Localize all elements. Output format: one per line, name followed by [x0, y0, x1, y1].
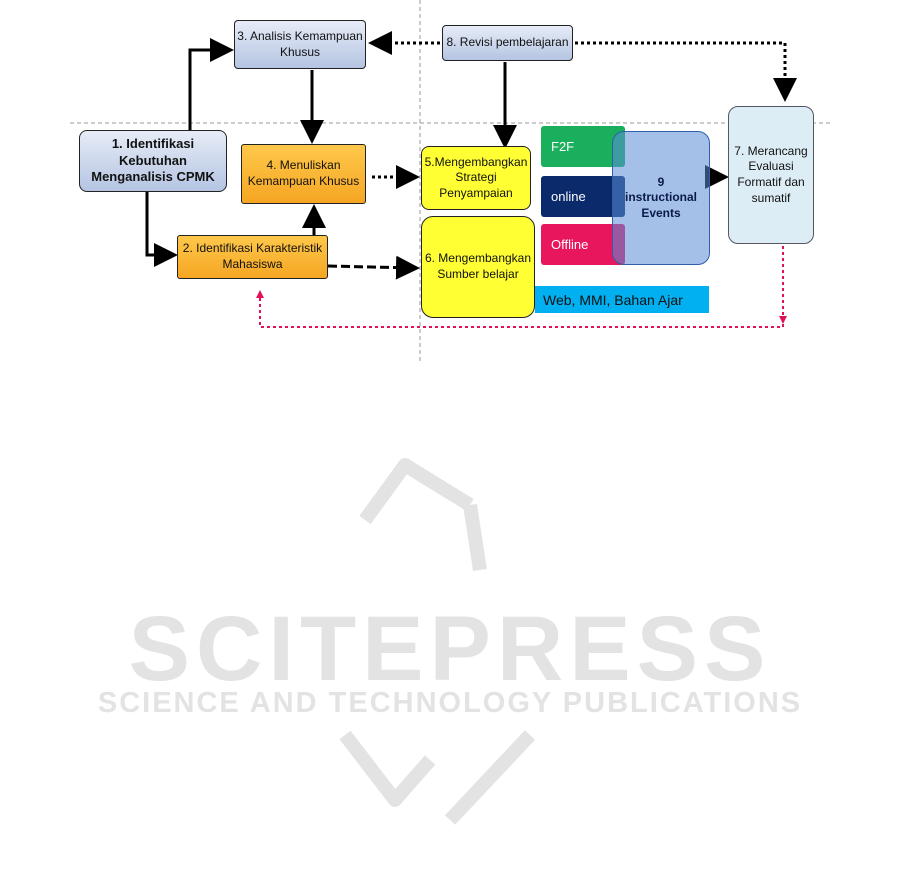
step-5-strategi-penyampaian: 5.Mengembangkan Strategi Penyampaian — [421, 146, 531, 210]
mode-online-label: online — [551, 189, 586, 204]
step-8-label: 8. Revisi pembelajaran — [446, 35, 569, 50]
watermark-big: SCITEPRESS — [129, 598, 772, 700]
instructional-events: 9 instructional Events — [612, 131, 710, 265]
step-1-identifikasi-kebutuhan: 1. Identifikasi Kebutuhan Menganalisis C… — [79, 130, 227, 192]
step-2-label: 2. Identifikasi Karakteristik Mahasiswa — [182, 241, 323, 271]
mode-f2f: F2F — [541, 126, 625, 167]
step-2-identifikasi-karakteristik: 2. Identifikasi Karakteristik Mahasiswa — [177, 235, 328, 279]
mode-offline-label: Offline — [551, 237, 589, 252]
events-number: 9 — [657, 174, 665, 189]
resources-bar: Web, MMI, Bahan Ajar — [535, 286, 709, 313]
step-8-revisi: 8. Revisi pembelajaran — [442, 25, 573, 61]
events-line3: Events — [641, 205, 681, 220]
step-7-label: 7. Merancang Evaluasi Formatif dan sumat… — [734, 143, 808, 205]
watermark-small: SCIENCE AND TECHNOLOGY PUBLICATIONS — [98, 687, 802, 719]
step-6-sumber-belajar: 6. Mengembangkan Sumber belajar — [421, 216, 535, 318]
resources-label: Web, MMI, Bahan Ajar — [543, 291, 683, 308]
mode-f2f-label: F2F — [551, 139, 575, 154]
step-3-label: 3. Analisis Kemampuan Khusus — [237, 28, 363, 59]
step-4-label: 4. Menuliskan Kemampuan Khusus — [247, 158, 360, 188]
step-4-menuliskan-kemampuan: 4. Menuliskan Kemampuan Khusus — [241, 144, 366, 204]
step-7-merancang-evaluasi: 7. Merancang Evaluasi Formatif dan sumat… — [728, 106, 814, 244]
events-line2: instructional — [624, 190, 697, 205]
step-1-label: 1. Identifikasi Kebutuhan Menganalisis C… — [91, 135, 215, 185]
step-3-analisis-kemampuan: 3. Analisis Kemampuan Khusus — [234, 20, 366, 69]
step-5-label: 5.Mengembangkan Strategi Penyampaian — [424, 154, 528, 200]
mode-offline: Offline — [541, 224, 625, 265]
step-6-label: 6. Mengembangkan Sumber belajar — [424, 251, 532, 281]
mode-online: online — [541, 176, 625, 217]
